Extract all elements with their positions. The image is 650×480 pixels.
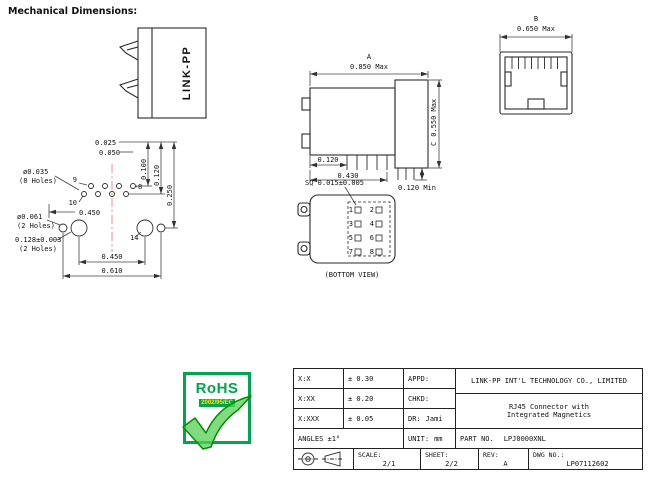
- pin-pads: [354, 206, 383, 256]
- sheet-cell: SHEET:2/2: [421, 449, 479, 469]
- pin-6-label: 6: [370, 234, 374, 242]
- tolerance-value: ± 0.30: [344, 369, 404, 389]
- sq-note: SQ 0.015±0.005: [305, 179, 364, 187]
- scale-cell: SCALE:2/1: [354, 449, 421, 469]
- pin-2-label: 2: [370, 206, 374, 214]
- dwg-no-cell: DWG NO.:LP07112602: [533, 451, 609, 468]
- pin-10-label: 10: [69, 199, 77, 207]
- dim-front-pin-label: 0.120: [317, 156, 338, 164]
- connector-shield-side-view: LINK-PP: [118, 27, 207, 119]
- pcb-footprint-view: 0.025 0.050 0.100 0.120 0.250 ø0.035 (8 …: [15, 139, 178, 279]
- rev-cell: REV:A: [479, 449, 529, 469]
- side-view-dimension-lines: [309, 71, 442, 183]
- dim-a-value: 0.850 Max: [350, 63, 388, 71]
- pin-9-label: 9: [73, 176, 77, 184]
- dim-shields-label: 0.610: [101, 267, 122, 275]
- tolerance-value: ± 0.20: [344, 389, 404, 409]
- pin-8-pad-label: 8: [370, 248, 374, 256]
- tolerance-label: X:XX: [294, 389, 344, 409]
- hole-small-dia-label: ø0.035: [23, 168, 48, 176]
- tolerance-label: X:X: [294, 369, 344, 389]
- page-title: Mechanical Dimensions:: [8, 6, 138, 17]
- hole-shield-count-label: (2 Holes): [17, 222, 55, 230]
- hole-small-count-label: (8 Holes): [19, 177, 57, 185]
- pin-3-label: 3: [349, 220, 353, 228]
- pin-1-label: 1: [349, 206, 353, 214]
- front-view-dimension-lines: [499, 34, 573, 52]
- pin-8-label: 8: [138, 183, 142, 191]
- front-view-outline: [499, 51, 573, 115]
- pin-14-label: 14: [130, 234, 138, 242]
- pin-5-label: 5: [349, 234, 353, 242]
- rohs-checkmark-icon: [182, 395, 252, 450]
- rohs-mark: RoHS 2002/95/EC: [182, 372, 252, 450]
- connector-side-view-dimensioned: A 0.850 Max C0.550 Max 0.120 0.430 0.120…: [301, 53, 442, 192]
- dim-0100-label: 0.100: [140, 159, 148, 180]
- pin-7-label: 7: [349, 248, 353, 256]
- rohs-title: RoHS: [195, 380, 239, 397]
- hole-post-count-label: (2 Holes): [19, 245, 57, 253]
- pin-4-label: 4: [370, 220, 374, 228]
- third-angle-projection-icon: [297, 451, 343, 467]
- hole-shield-dia-label: ø0.061: [17, 213, 42, 221]
- dr-cell: DR:Jami: [404, 409, 456, 429]
- dim-posts-label: 0.450: [101, 253, 122, 261]
- side-view-pins: [346, 155, 415, 180]
- shield-outline: [118, 27, 207, 119]
- connector-bottom-view: SQ 0.015±0.005 1 3 5 7 2 4 6 8 (BOTTOM V…: [297, 179, 396, 279]
- dim-rear-pin-label: 0.120 Min: [398, 184, 436, 192]
- bottom-view-outline: [297, 194, 396, 264]
- dim-0250-label: 0.250: [166, 185, 174, 206]
- part-number-cell: PART NO.LPJ0000XNL: [456, 429, 642, 449]
- dim-0025-label: 0.025: [95, 139, 116, 147]
- dim-c-label: C0.550 Max: [430, 99, 438, 146]
- dim-b-value: 0.650 Max: [517, 25, 555, 33]
- pin-field-outline: [347, 201, 391, 257]
- rohs-directive: 2002/95/EC: [199, 399, 235, 407]
- side-view-outline: [301, 79, 429, 169]
- brand-label: LINK-PP: [181, 46, 193, 101]
- angles-tolerance-cell: ANGLES ±1°: [294, 429, 404, 449]
- hole-post-dia-label: 0.128±0.003: [15, 236, 61, 244]
- dim-center-label: 0.450: [79, 209, 100, 217]
- footprint-dimension-lines: [46, 141, 178, 279]
- company-name: LINK-PP INT'L TECHNOLOGY CO., LIMITED: [456, 369, 642, 394]
- dim-a-letter: A: [367, 53, 372, 61]
- dim-b-letter: B: [534, 15, 538, 23]
- unit-cell: UNIT:mm: [404, 429, 456, 449]
- appd-cell: APPD:: [404, 369, 456, 389]
- dim-0050-label: 0.050: [99, 149, 120, 157]
- front-view-contacts: [511, 57, 558, 69]
- connector-front-view: B 0.650 Max: [499, 15, 573, 115]
- tolerance-label: X:XXX: [294, 409, 344, 429]
- tolerance-value: ± 0.05: [344, 409, 404, 429]
- dim-pin-span-label: 0.430: [337, 172, 358, 180]
- projection-cell: [294, 449, 354, 469]
- bottom-view-caption: (BOTTOM VIEW): [325, 271, 380, 279]
- dim-0120-label: 0.120: [153, 165, 161, 186]
- chkd-cell: CHKD:: [404, 389, 456, 409]
- drawing-description: RJ45 Connector with Integrated Magnetics: [456, 394, 642, 429]
- title-block: X:X ± 0.30 APPD: X:XX ± 0.20 CHKD: X:XXX…: [293, 368, 643, 470]
